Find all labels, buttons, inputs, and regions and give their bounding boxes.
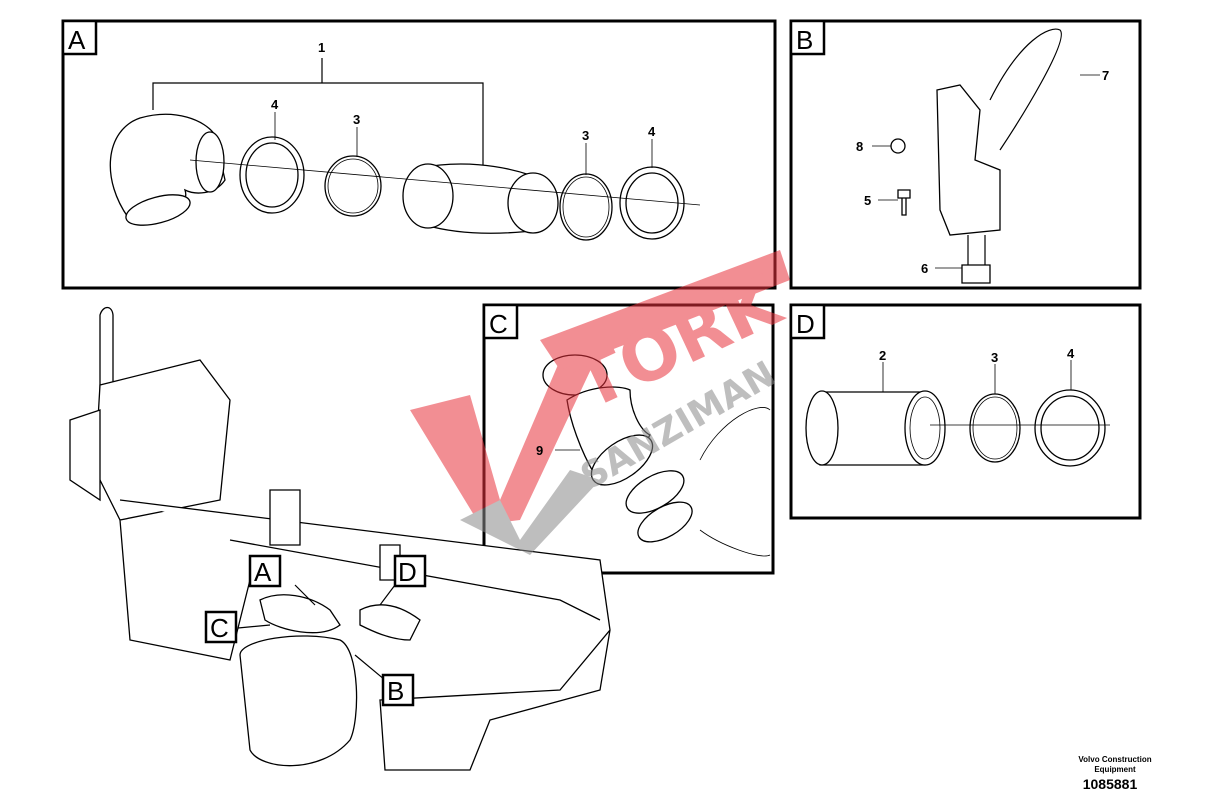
panel-d: D 2 3 4	[789, 303, 1142, 520]
part-number: 1085881	[1083, 776, 1138, 792]
callout-3: 3	[582, 128, 589, 143]
callout-8: 8	[856, 139, 863, 154]
callout-1: 1	[318, 40, 325, 55]
machine-overview: A D C B	[69, 306, 611, 771]
callout-4: 4	[648, 124, 656, 139]
panel-b-label: B	[796, 25, 813, 55]
callout-4: 4	[271, 97, 279, 112]
overview-label-d: D	[398, 557, 417, 587]
callout-3: 3	[991, 350, 998, 365]
panel-c-callouts: 9	[536, 443, 543, 458]
callout-4: 4	[1067, 346, 1075, 361]
callout-7: 7	[1102, 68, 1109, 83]
callout-5: 5	[864, 193, 871, 208]
panel-c: C	[482, 303, 775, 575]
overview-label-a: A	[254, 557, 272, 587]
panel-a: A 1 4 3 3 4	[61, 19, 777, 290]
company-name-line2: Equipment	[1094, 765, 1136, 774]
panel-a-label: A	[68, 25, 86, 55]
callout-9: 9	[536, 443, 543, 458]
callout-6: 6	[921, 261, 928, 276]
callout-3: 3	[353, 112, 360, 127]
panel-b: B 7 8 5 6	[789, 19, 1142, 290]
watermark-logo: TORK SANZIMAN	[410, 250, 795, 555]
overview-label-b: B	[387, 676, 404, 706]
callout-2: 2	[879, 348, 886, 363]
panel-d-label: D	[796, 309, 815, 339]
overview-label-c: C	[210, 613, 229, 643]
panel-c-label: C	[489, 309, 508, 339]
company-name-line1: Volvo Construction	[1078, 755, 1151, 764]
